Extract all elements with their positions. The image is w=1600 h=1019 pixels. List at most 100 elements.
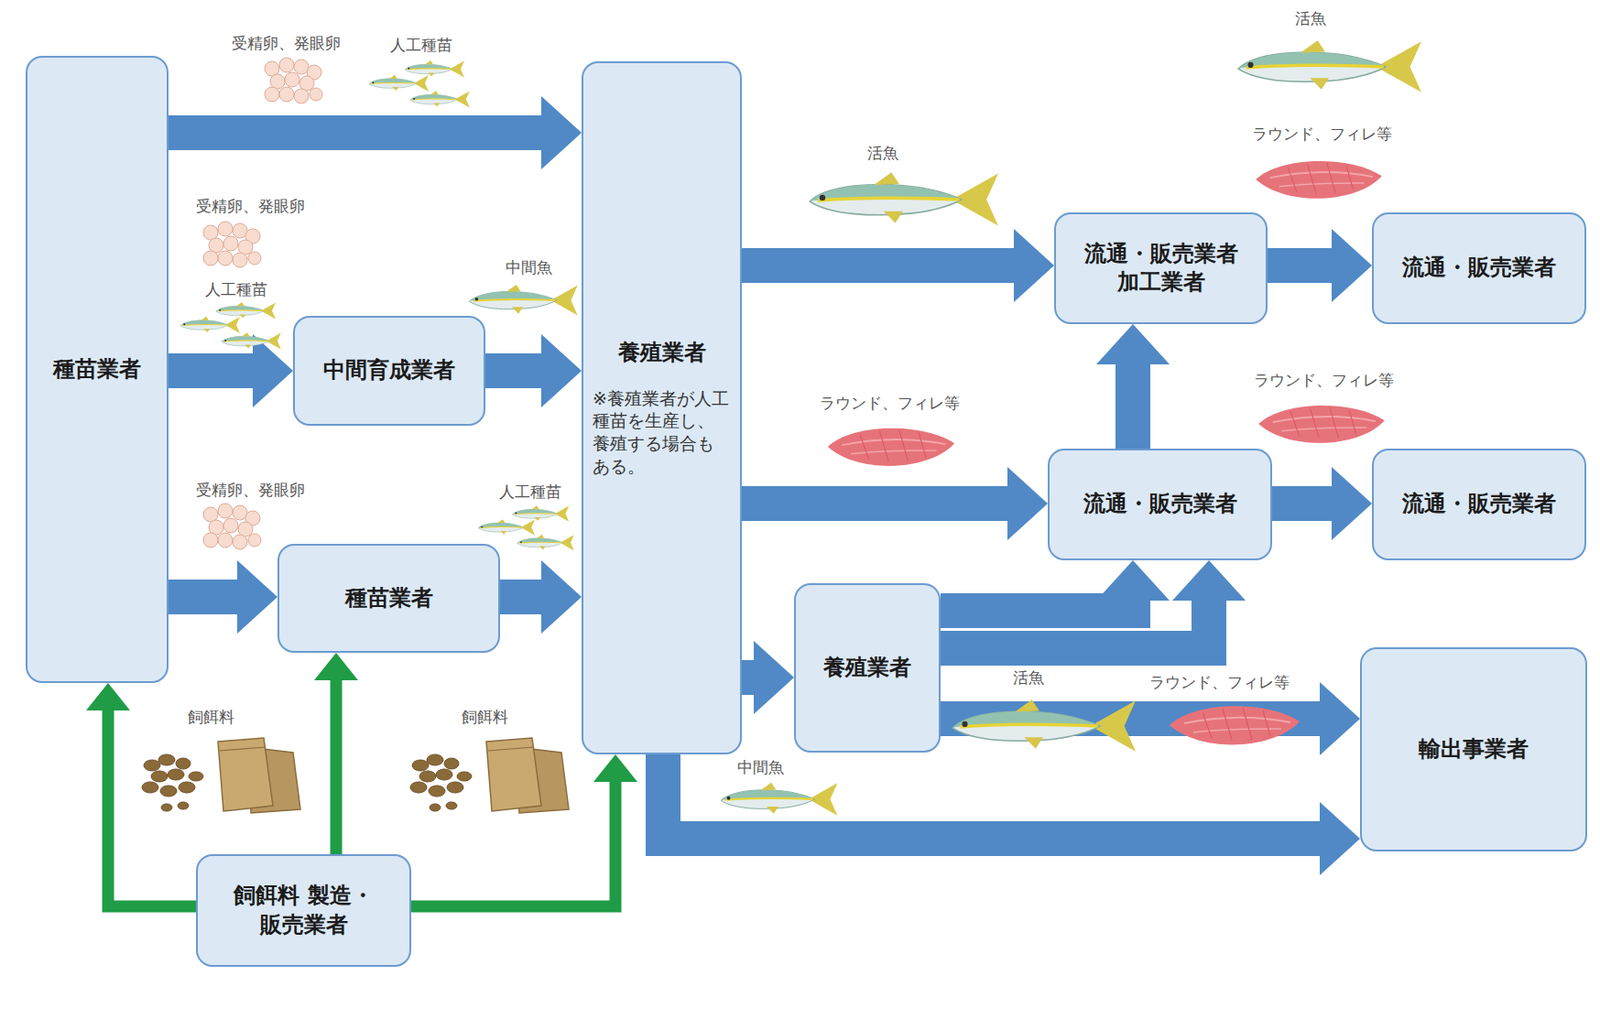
flow-arrow: [741, 641, 795, 715]
arrow-head: [314, 653, 359, 681]
arrow-shaft: [663, 754, 1321, 839]
fillet: [1255, 161, 1383, 199]
item-caption: ラウンド、フィレ等: [1149, 672, 1290, 694]
arrow-head: [237, 560, 278, 634]
arrow-shaft: [741, 486, 1009, 522]
process-box: 養殖業者: [794, 583, 941, 753]
item-caption: ラウンド、フィレ等: [1253, 370, 1394, 392]
node-note: ※養殖業者が人工種苗を生産し、養殖する場合もある。: [592, 387, 731, 479]
arrow-head: [753, 641, 795, 715]
arrow-shaft: [500, 579, 543, 615]
arrow-head: [1331, 467, 1372, 541]
arrow-shaft: [168, 115, 543, 151]
egg-cluster: [203, 503, 262, 550]
item-caption: 受精卵、発眼卵: [195, 195, 305, 218]
arrow-shaft: [940, 599, 1209, 649]
item-caption: 飼餌料: [461, 707, 509, 729]
node-title: 養殖業者: [823, 653, 912, 683]
arrow-head: [252, 334, 294, 408]
arrow-head: [1007, 467, 1048, 541]
node-title: 流通・販売業者 加工業者: [1065, 239, 1257, 297]
item-caption: ラウンド、フィレ等: [819, 392, 960, 414]
arrow-head: [1319, 682, 1361, 756]
item-caption: 活魚: [867, 142, 899, 164]
flow-arrow: [1096, 324, 1170, 449]
item-caption: 中間魚: [505, 257, 553, 279]
flow-arrow: [1267, 228, 1372, 303]
node-title: 飼餌料 製造・販売業者: [206, 881, 401, 939]
process-box: 流通・販売業者: [1047, 448, 1273, 561]
arrow-shaft: [1272, 486, 1333, 522]
process-box: 中間育成業者: [293, 315, 486, 426]
process-box: 種苗業者: [277, 544, 501, 654]
arrow-head: [541, 334, 582, 408]
flow-arrow: [168, 96, 582, 170]
item-caption: 中間魚: [737, 757, 784, 779]
arrow-head: [1096, 324, 1170, 365]
live-fish: [1238, 40, 1422, 93]
arrow-head: [1172, 560, 1246, 601]
process-box: 流通・販売業者: [1371, 448, 1587, 561]
juvenile-fish: [468, 284, 577, 316]
arrow-shaft: [741, 248, 1015, 283]
node-title: 種苗業者: [53, 355, 142, 384]
arrow-head: [1013, 228, 1055, 303]
fillet: [827, 428, 955, 467]
arrow-head: [541, 560, 582, 634]
seedling-fish: [180, 302, 282, 350]
item-caption: 受精卵、発眼卵: [231, 32, 341, 55]
live-fish: [809, 172, 999, 226]
node-title: 流通・販売業者: [1402, 253, 1557, 283]
arrow-shaft: [168, 579, 239, 615]
egg-cluster: [203, 221, 262, 268]
process-box: 種苗業者: [25, 55, 169, 684]
item-caption: 人工種苗: [390, 34, 453, 56]
arrow-shaft: [1115, 363, 1151, 449]
arrow-shaft: [1267, 248, 1333, 283]
live-fish: [952, 699, 1136, 752]
item-caption: 受精卵、発眼卵: [195, 479, 305, 501]
flow-arrow: [940, 560, 1170, 611]
flow-arrow: [485, 334, 582, 408]
node-title: 輸出事業者: [1418, 735, 1529, 764]
feed-illustration: [410, 738, 569, 814]
process-box: 飼餌料 製造・販売業者: [195, 854, 412, 968]
fillet: [1169, 706, 1300, 745]
arrow-head: [1319, 802, 1361, 876]
arrow-head: [86, 683, 131, 711]
item-caption: 活魚: [1295, 8, 1327, 30]
item-caption: ラウンド、フィレ等: [1251, 123, 1393, 145]
egg-cluster: [264, 57, 323, 104]
flow-arrow: [1272, 467, 1372, 541]
flow-arrow: [500, 560, 582, 634]
flow-arrow: [168, 560, 278, 634]
seedling-fish: [369, 60, 470, 109]
node-title: 養殖業者: [618, 338, 707, 368]
node-title: 種苗業者: [345, 584, 434, 613]
flow-arrow: [663, 754, 1361, 876]
process-box: 流通・販売業者 加工業者: [1054, 212, 1268, 325]
arrow-head: [593, 754, 638, 783]
process-box: 流通・販売業者: [1371, 212, 1587, 325]
node-title: 中間育成業者: [323, 356, 456, 385]
process-box: 輸出事業者: [1360, 647, 1588, 852]
process-box: 養殖業者 ※養殖業者が人工種苗を生産し、養殖する場合もある。: [581, 61, 742, 755]
flow-arrow: [940, 560, 1246, 649]
arrow-shaft: [741, 660, 755, 696]
item-caption: 人工種苗: [499, 481, 562, 503]
juvenile-fish: [720, 783, 838, 817]
seedling-fish: [478, 505, 575, 551]
arrow-shaft: [168, 353, 254, 389]
arrow-shaft: [330, 679, 343, 855]
item-caption: 人工種苗: [205, 279, 268, 301]
node-title: 流通・販売業者: [1083, 489, 1238, 519]
node-title: 流通・販売業者: [1402, 489, 1557, 519]
flow-arrow: [940, 682, 1361, 756]
arrow-shaft: [485, 353, 543, 389]
supply-arrow: [86, 683, 196, 907]
supply-arrow: [314, 653, 359, 855]
flow-arrow: [741, 467, 1048, 541]
arrow-shaft: [940, 599, 1133, 611]
arrow-head: [1096, 560, 1170, 601]
